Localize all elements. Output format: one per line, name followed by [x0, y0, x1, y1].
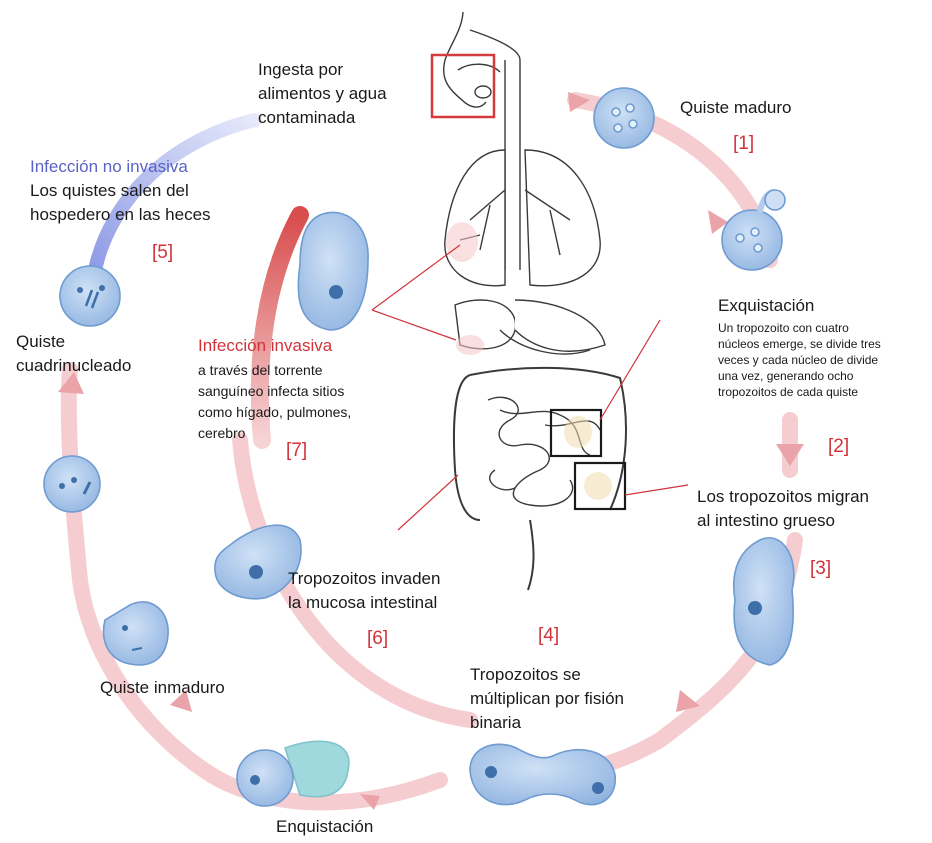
step-2: [2] — [828, 436, 849, 458]
cell-invasive-trophozoite — [298, 212, 368, 330]
label-invasiva-line2: sanguíneo infecta sitios — [198, 381, 351, 402]
label-invaden-line2: la mucosa intestinal — [288, 591, 440, 615]
exq-desc-line5: tropozoitos de cada quiste — [718, 384, 881, 400]
cell-trophozoite-right — [734, 538, 794, 665]
exq-desc-line2: núcleos emerge, se divide tres — [718, 336, 881, 352]
label-ingesta-line1: Ingesta por — [258, 58, 387, 82]
label-no-invasiva-line2: hospedero en las heces — [30, 203, 211, 227]
label-exquistacion: Exquistación — [718, 294, 814, 318]
cell-binary-fission — [470, 744, 615, 804]
label-migran-line2: al intestino grueso — [697, 509, 869, 533]
step-6: [6] — [367, 628, 388, 650]
label-migran: Los tropozoitos migran al intestino grue… — [697, 485, 869, 533]
label-invasiva-title: Infección invasiva — [198, 334, 332, 358]
label-ingesta: Ingesta por alimentos y agua contaminada — [258, 58, 387, 130]
label-invaden: Tropozoitos invaden la mucosa intestinal — [288, 567, 440, 615]
label-multiplican-line2: múltiplican por fisión — [470, 687, 624, 711]
label-no-invasiva: Infección no invasiva Los quistes salen … — [30, 155, 211, 227]
label-multiplican-line1: Tropozoitos se — [470, 663, 624, 687]
exq-desc-line4: una vez, generando ocho — [718, 368, 881, 384]
label-invasiva-line1: a través del torrente — [198, 360, 351, 381]
label-quiste-maduro: Quiste maduro — [680, 96, 792, 120]
label-ingesta-line2: alimentos y agua — [258, 82, 387, 106]
step-3: [3] — [810, 558, 831, 580]
step-7: [7] — [286, 440, 307, 462]
label-ingesta-line3: contaminada — [258, 106, 387, 130]
label-invaden-line1: Tropozoitos invaden — [288, 567, 440, 591]
cell-quadrinucleate-cyst — [60, 266, 120, 326]
cell-immature-cyst — [104, 602, 169, 665]
step-1: [1] — [733, 133, 754, 155]
pointer-lines — [372, 245, 688, 530]
cell-mature-cyst — [594, 88, 654, 148]
label-invasiva-line3: como hígado, pulmones, — [198, 402, 351, 423]
label-migran-line1: Los tropozoitos migran — [697, 485, 869, 509]
label-quiste-cuadrinucleado: Quiste cuadrinucleado — [16, 330, 131, 378]
label-cuadri-line2: cuadrinucleado — [16, 354, 131, 378]
label-quiste-inmaduro: Quiste inmaduro — [100, 676, 225, 700]
step-5: [5] — [152, 242, 173, 264]
label-enquistacion: Enquistación — [276, 815, 373, 839]
exq-desc-line3: veces y cada núcleo de divide — [718, 352, 881, 368]
cell-cyst-binucleate — [44, 456, 100, 512]
label-multiplican-line3: binaria — [470, 711, 624, 735]
label-invasiva-line4: cerebro — [198, 423, 351, 444]
exq-desc-line1: Un tropozoito con cuatro — [718, 320, 881, 336]
label-exquistacion-desc: Un tropozoito con cuatro núcleos emerge,… — [718, 320, 881, 400]
label-no-invasiva-line1: Los quistes salen del — [30, 179, 211, 203]
label-no-invasiva-title: Infección no invasiva — [30, 155, 211, 179]
step-4: [4] — [538, 625, 559, 647]
label-multiplican: Tropozoitos se múltiplican por fisión bi… — [470, 663, 624, 735]
label-invasiva-desc: a través del torrente sanguíneo infecta … — [198, 360, 351, 444]
label-cuadri-line1: Quiste — [16, 330, 131, 354]
